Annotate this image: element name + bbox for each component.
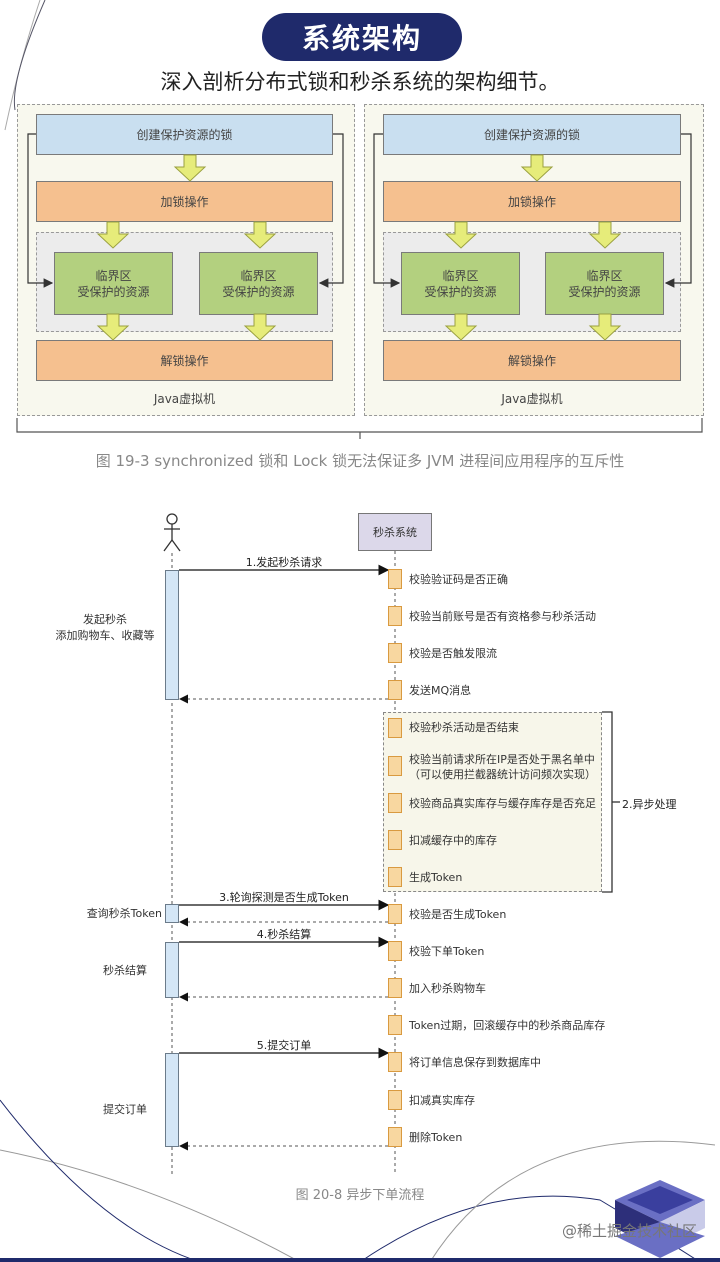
unlock-op-box-2: 解锁操作 — [383, 340, 681, 381]
async-processing-label: 2.异步处理 — [622, 798, 677, 811]
message-label-4: 4.秒杀结算 — [256, 928, 312, 941]
step-label: 校验是否生成Token — [409, 908, 507, 921]
step-marker — [388, 718, 402, 738]
actor-icon — [163, 513, 181, 552]
step-label: 将订单信息保存到数据库中 — [409, 1056, 541, 1069]
step-marker — [388, 904, 402, 924]
step-label: 校验下单Token — [409, 945, 485, 958]
group-label-initiate: 发起秒杀 添加购物车、收藏等 — [50, 612, 160, 644]
protected-resource-label: 受保护的资源 — [77, 284, 150, 299]
step-label: 校验秒杀活动是否结束 — [409, 721, 519, 734]
watermark: @稀土掘金技术社区 — [562, 1222, 698, 1240]
step-label: Token过期，回滚缓存中的秒杀商品库存 — [409, 1019, 606, 1032]
activation-bar — [165, 904, 179, 923]
step-label: 扣减缓存中的库存 — [409, 834, 497, 847]
activation-bar — [165, 1053, 179, 1147]
create-lock-box-1: 创建保护资源的锁 — [36, 114, 333, 155]
critical-label: 临界区 — [240, 268, 277, 283]
step-label: 加入秒杀购物车 — [409, 982, 486, 995]
step-marker — [388, 756, 402, 776]
step-label: 发送MQ消息 — [409, 684, 472, 697]
unlock-op-box-1: 解锁操作 — [36, 340, 333, 381]
section-title: 系统架构 — [262, 13, 462, 61]
step-label: 扣减真实库存 — [409, 1094, 475, 1107]
step-label: 校验当前请求所在IP是否处于黑名单中 — [409, 753, 595, 766]
critical-label: 临界区 — [586, 268, 623, 283]
activation-bar — [165, 570, 179, 700]
protected-resource-label: 受保护的资源 — [222, 284, 295, 299]
step-marker — [388, 1052, 402, 1072]
lock-op-box-1: 加锁操作 — [36, 181, 333, 222]
system-participant: 秒杀系统 — [358, 513, 432, 551]
step-marker — [388, 1127, 402, 1147]
create-lock-box-2: 创建保护资源的锁 — [383, 114, 681, 155]
figure-20-8-caption: 图 20-8 异步下单流程 — [295, 1188, 425, 1203]
critical-section-2a: 临界区 受保护的资源 — [401, 252, 520, 315]
group-label-line: 添加购物车、收藏等 — [55, 629, 155, 642]
step-label: 校验是否触发限流 — [409, 647, 497, 660]
step-marker — [388, 830, 402, 850]
step-label: 生成Token — [409, 871, 463, 884]
critical-section-1a: 临界区 受保护的资源 — [54, 252, 173, 315]
message-label-5: 5.提交订单 — [256, 1039, 312, 1052]
step-marker — [388, 643, 402, 663]
step-marker — [388, 867, 402, 887]
step-marker — [388, 978, 402, 998]
protected-resource-label: 受保护的资源 — [568, 284, 641, 299]
critical-section-2b: 临界区 受保护的资源 — [545, 252, 664, 315]
step-label: 校验验证码是否正确 — [409, 573, 508, 586]
step-marker — [388, 606, 402, 626]
lock-op-box-2: 加锁操作 — [383, 181, 681, 222]
server-stack-illustration — [615, 1180, 705, 1258]
step-marker — [388, 941, 402, 961]
step-label: 删除Token — [409, 1131, 463, 1144]
message-label-1: 1.发起秒杀请求 — [245, 556, 323, 569]
protected-resource-label: 受保护的资源 — [424, 284, 497, 299]
step-label: 校验当前账号是否有资格参与秒杀活动 — [409, 610, 596, 623]
step-marker — [388, 1015, 402, 1035]
critical-label: 临界区 — [95, 268, 132, 283]
step-label: 校验商品真实库存与缓存库存是否充足 — [409, 797, 596, 810]
jvm-label-2: Java虚拟机 — [501, 392, 563, 406]
group-label-submit-order: 提交订单 — [103, 1103, 147, 1116]
jvm-label-1: Java虚拟机 — [153, 392, 216, 406]
group-label-settle: 秒杀结算 — [103, 964, 147, 977]
step-marker — [388, 1090, 402, 1110]
activation-bar — [165, 942, 179, 998]
figure-19-3-connectors — [16, 133, 703, 439]
critical-label: 临界区 — [442, 268, 479, 283]
step-marker — [388, 569, 402, 589]
group-label-query-token: 查询秒杀Token — [86, 907, 162, 920]
group-label-line: 发起秒杀 — [83, 613, 127, 626]
async-processing-group — [383, 712, 602, 892]
critical-section-1b: 临界区 受保护的资源 — [199, 252, 318, 315]
section-subtitle: 深入剖析分布式锁和秒杀系统的架构细节。 — [160, 70, 560, 94]
figure-19-3-caption: 图 19-3 synchronized 锁和 Lock 锁无法保证多 JVM 进… — [95, 452, 625, 470]
message-label-3: 3.轮询探测是否生成Token — [219, 891, 349, 904]
step-marker — [388, 793, 402, 813]
step-label-note: （可以使用拦截器统计访问频次实现） — [409, 768, 596, 781]
step-marker — [388, 680, 402, 700]
